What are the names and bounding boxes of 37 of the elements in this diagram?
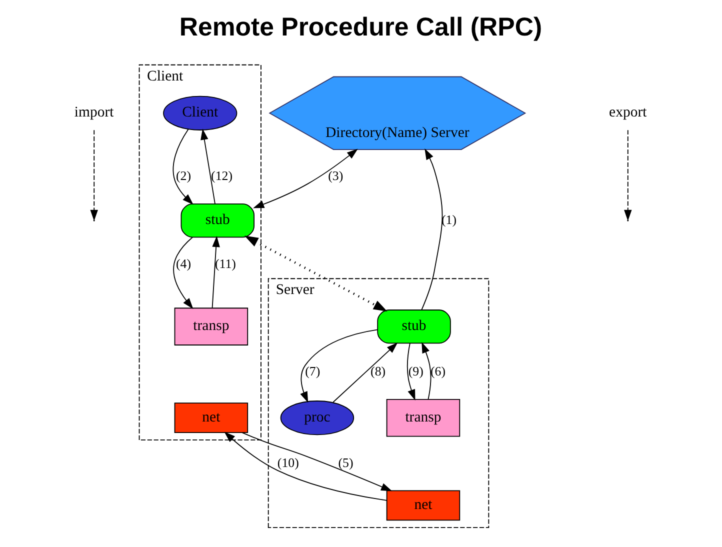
arrow (406, 342, 416, 401)
edge-label: (11) (214, 256, 236, 271)
edge-label: (7) (305, 364, 320, 379)
arrow (172, 128, 194, 205)
arrow (300, 329, 378, 403)
arrow (200, 128, 216, 204)
arrow (624, 130, 632, 221)
node-ellipse: proc (280, 400, 354, 436)
edge-label: (3) (328, 169, 344, 184)
diagram-title: Remote Procedure Call (RPC) (179, 13, 542, 42)
edge-label: (9) (408, 364, 424, 379)
node-text: import (74, 104, 114, 121)
edge-label: (8) (370, 364, 386, 379)
node-box: transp (174, 308, 248, 346)
arrow (422, 342, 432, 400)
node-box: transp (386, 398, 460, 437)
arrow (421, 148, 443, 310)
node-box: stub (180, 204, 255, 238)
edge-label: (2) (176, 169, 192, 184)
edge-label: (6) (430, 364, 446, 379)
arrow (253, 148, 358, 208)
arrow (244, 236, 388, 312)
edge-label: (10) (277, 456, 299, 470)
node-text: export (609, 104, 647, 121)
arrow (173, 236, 194, 309)
arrow (242, 432, 392, 492)
node-box: stub (377, 310, 451, 344)
edge-label: (12) (211, 169, 233, 184)
arrow (90, 130, 98, 221)
arrow (332, 342, 398, 403)
arrow (212, 236, 220, 308)
node-ellipse: Client (163, 96, 238, 130)
edge-label: (5) (338, 456, 354, 470)
node-box: net (174, 402, 248, 434)
edge-label: (4) (176, 256, 192, 271)
arrow (224, 432, 388, 501)
node-box: net (386, 490, 460, 521)
